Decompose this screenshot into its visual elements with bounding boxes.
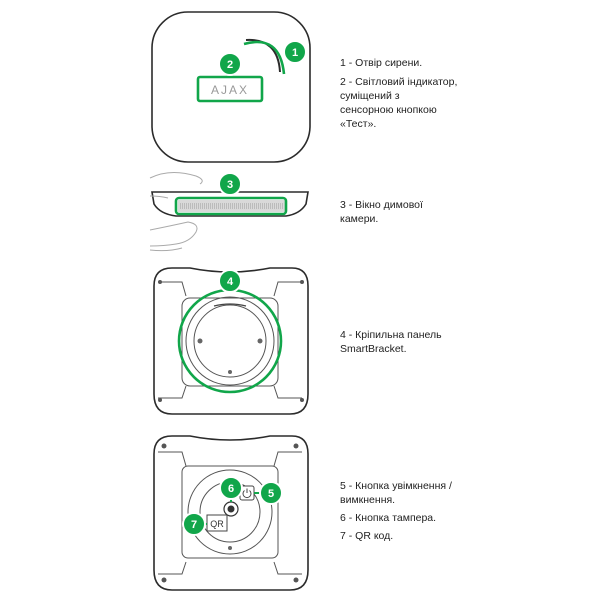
svg-text:4: 4: [227, 276, 234, 288]
callout-4-text: 4 - Кріпильна панель SmartBracket.: [340, 328, 590, 356]
svg-text:7: 7: [191, 519, 197, 531]
device-back-view: QR 6 5 7: [153, 435, 309, 591]
callout-1-line: 1 - Отвір сирени.: [340, 57, 423, 69]
callout-6-text: 6 - Кнопка тампера.: [340, 511, 590, 525]
tamper-button-icon: [223, 501, 239, 517]
callout-6-line: 6 - Кнопка тампера.: [340, 512, 437, 524]
callout-2-line: суміщений з: [340, 90, 400, 102]
callout-7-line: 7 - QR код.: [340, 530, 394, 542]
callout-3-line: камери.: [340, 213, 379, 225]
callout-badge-6: 6: [219, 476, 243, 502]
callout-badge-3: 3: [218, 172, 242, 196]
callout-1-text: 1 - Отвір сирени.: [340, 56, 590, 70]
callout-badge-7: 7: [182, 512, 207, 536]
svg-text:2: 2: [227, 59, 233, 71]
callout-2-line: «Тест».: [340, 118, 377, 130]
callout-2-line: сенсорною кнопкою: [340, 104, 437, 116]
callout-badge-4: 4: [218, 269, 242, 293]
callout-3-line: 3 - Вікно димової: [340, 199, 423, 211]
svg-text:3: 3: [227, 179, 233, 191]
callout-5-text: 5 - Кнопка увімкнення / вимкнення.: [340, 479, 590, 507]
callout-3-text: 3 - Вікно димової камери.: [340, 198, 590, 226]
callout-4-line: 4 - Кріпильна панель: [340, 329, 442, 341]
callout-7-text: 7 - QR код.: [340, 529, 590, 543]
ajax-logo: AJAX: [211, 83, 249, 97]
callout-4-line: SmartBracket.: [340, 343, 407, 355]
svg-text:1: 1: [292, 47, 298, 59]
callout-badge-5: 5: [254, 481, 283, 505]
callout-badge-1: 1: [283, 40, 307, 64]
svg-text:6: 6: [228, 483, 234, 495]
callout-2-line: 2 - Світловий індикатор,: [340, 76, 458, 88]
svg-text:QR: QR: [210, 519, 224, 529]
qr-code-icon: QR: [206, 514, 228, 532]
hand-illustration: [149, 172, 203, 252]
callout-5-line: 5 - Кнопка увімкнення /: [340, 480, 452, 492]
callout-5-line: вимкнення.: [340, 494, 396, 506]
device-side-view: 3: [149, 172, 309, 252]
smartbracket-view: 4: [153, 267, 309, 415]
svg-text:5: 5: [268, 488, 274, 500]
callout-2-text: 2 - Світловий індикатор, суміщений з сен…: [340, 75, 590, 131]
led-indicator-frame: [196, 75, 264, 103]
callout-badge-2: 2: [218, 52, 242, 76]
device-top-view: AJAX 1 2: [151, 11, 311, 163]
